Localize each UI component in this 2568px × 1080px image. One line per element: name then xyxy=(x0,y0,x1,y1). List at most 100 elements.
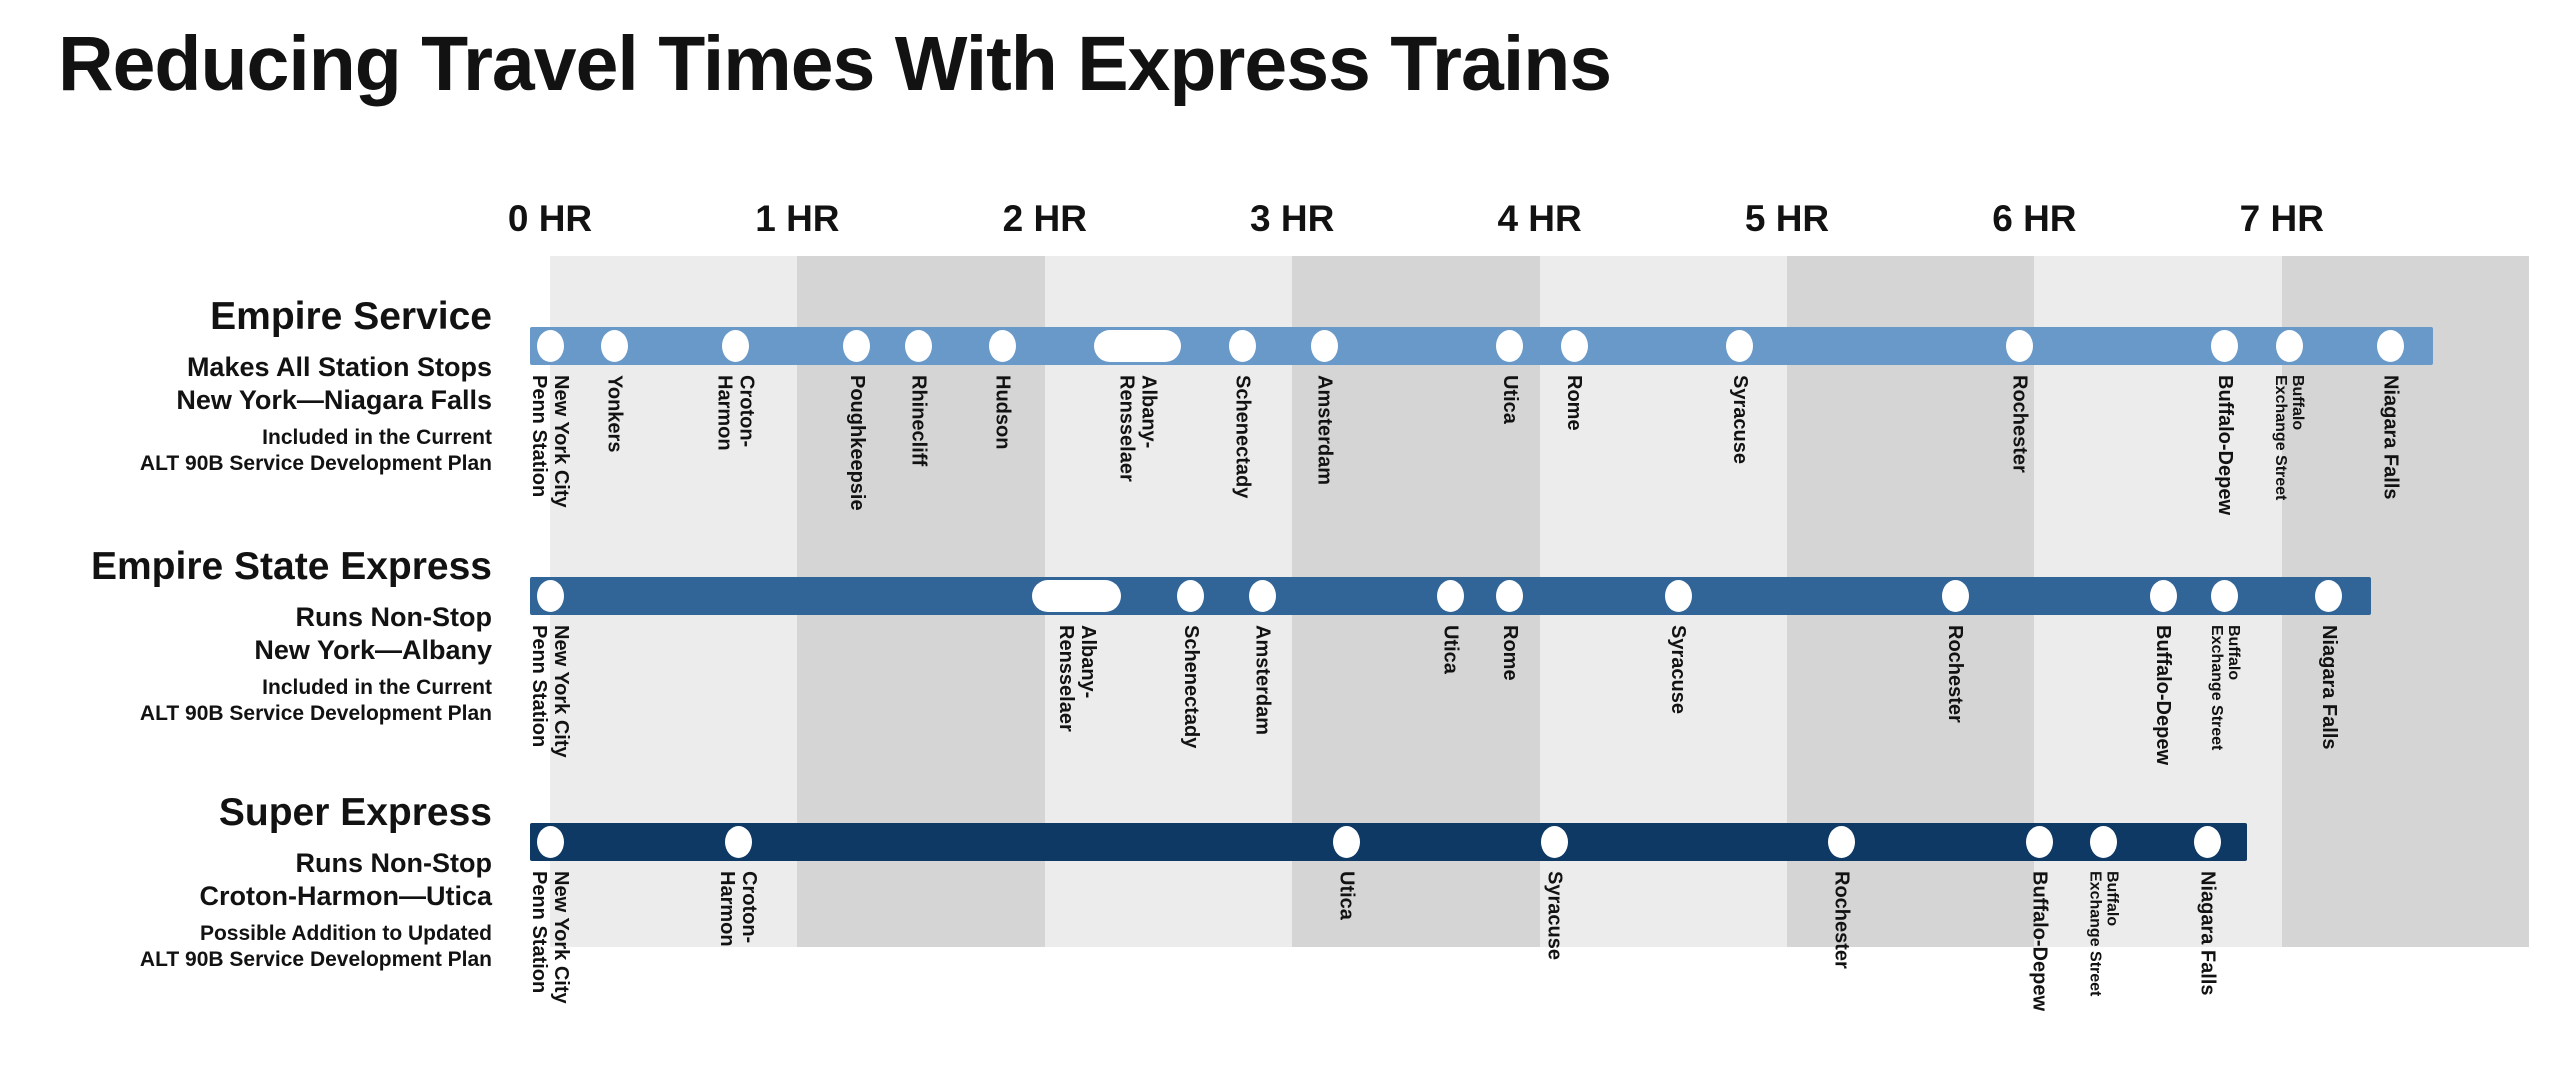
station-label: Hudson xyxy=(992,375,1014,449)
station-label: Niagara Falls xyxy=(2380,375,2402,500)
station-stop xyxy=(1496,580,1524,612)
station-label: Albany-Rensselaer xyxy=(1055,625,1099,732)
station-stop xyxy=(1540,826,1568,858)
station-stop xyxy=(2275,330,2303,362)
hour-tick-label: 4 HR xyxy=(1497,198,1582,239)
station-label: Niagara Falls xyxy=(2318,625,2340,750)
station-stop xyxy=(1437,580,1465,612)
station-stop xyxy=(989,330,1017,362)
station-label-line: Albany- xyxy=(1137,375,1160,449)
station-stop xyxy=(2315,580,2343,612)
hour-tick-label: 0 HR xyxy=(507,198,593,239)
hour-tick-label: 3 HR xyxy=(1250,198,1335,239)
station-label-line: Penn Station xyxy=(528,625,550,748)
station-label-line: Rome xyxy=(1498,625,1521,681)
station-label-line: Utica xyxy=(1335,871,1358,920)
station-label-line: Harmon xyxy=(716,871,739,947)
station-label-line: Croton- xyxy=(735,375,758,448)
station-stop xyxy=(1827,826,1855,858)
station-label-line: Buffalo-Depew xyxy=(2152,625,2175,765)
station-label-line: Buffalo xyxy=(2224,625,2242,681)
station-label-line: Buffalo-Depew xyxy=(2028,871,2051,1011)
station-label-line: Niagara Falls xyxy=(2196,871,2219,996)
station-label-line: Rensselaer xyxy=(1054,625,1077,732)
station-stop xyxy=(1726,330,1754,362)
station-label-line: Buffalo xyxy=(2103,871,2121,927)
service-note: ALT 90B Service Development Plan xyxy=(139,702,492,725)
station-label-line: Rhinecliff xyxy=(907,375,930,467)
station-label-line: Niagara Falls xyxy=(2379,375,2402,500)
station-label-line: Hudson xyxy=(991,375,1014,450)
station-label-line: Croton- xyxy=(738,871,761,944)
station-label: Utica xyxy=(1440,625,1462,674)
station-label-line: New York City xyxy=(550,871,572,1004)
station-label-line: Syracuse xyxy=(1728,375,1751,464)
station-label: Syracuse xyxy=(1667,625,1689,714)
hour-tick-label: 7 HR xyxy=(2239,198,2324,239)
station-label-line: Exchange Street xyxy=(2086,871,2104,997)
station-stop xyxy=(1310,330,1338,362)
station-label: Albany-Rensselaer xyxy=(1116,375,1160,482)
station-label: Schenectady xyxy=(1180,625,1202,748)
station-label-line: Exchange Street xyxy=(2207,625,2225,751)
station-stop xyxy=(1333,826,1361,858)
station-label-line: Penn Station xyxy=(528,871,550,994)
station-stop xyxy=(2025,826,2053,858)
station-label-line: Rochester xyxy=(2008,375,2031,473)
station-label: Utica xyxy=(1336,871,1358,920)
station-label-line: Poughkeepsie xyxy=(845,375,868,511)
service-description: Runs Non-Stop xyxy=(295,602,492,632)
station-label-line: Syracuse xyxy=(1667,625,1690,714)
station-label: Amsterdam xyxy=(1252,625,1274,735)
station-stop xyxy=(1496,330,1524,362)
station-stop xyxy=(1177,580,1205,612)
service-description: New York—Niagara Falls xyxy=(176,385,492,415)
station-stop xyxy=(536,580,564,612)
station-label-line: Amsterdam xyxy=(1251,625,1274,736)
station-stop xyxy=(1560,330,1588,362)
station-stop xyxy=(1941,580,1969,612)
station-label-line: Schenectady xyxy=(1231,375,1254,499)
station-label-line: Buffalo-Depew xyxy=(2213,375,2236,515)
hour-tick-label: 5 HR xyxy=(1744,198,1830,239)
chart-title: Reducing Travel Times With Express Train… xyxy=(58,21,1612,107)
service-note: Included in the Current xyxy=(262,676,492,699)
station-label: Niagara Falls xyxy=(2197,871,2219,996)
station-stop xyxy=(724,826,752,858)
station-stop xyxy=(2090,826,2118,858)
station-stop xyxy=(2211,330,2239,362)
service-description: New York—Albany xyxy=(254,635,492,665)
service-description: Runs Non-Stop xyxy=(295,848,492,878)
station-label: Utica xyxy=(1499,375,1521,424)
station-label: Croton-Harmon xyxy=(714,375,758,451)
station-stop xyxy=(2377,330,2405,362)
station-label: Croton-Harmon xyxy=(716,871,760,947)
station-stop xyxy=(600,330,628,362)
station-label: Schenectady xyxy=(1232,375,1254,498)
station-label: Syracuse xyxy=(1543,871,1565,960)
station-label: Rochester xyxy=(1944,625,1966,723)
station-label-line: Niagara Falls xyxy=(2317,625,2340,750)
station-stop xyxy=(2194,826,2222,858)
station-label-line: Utica xyxy=(1498,375,1521,424)
station-stop-pill xyxy=(1094,330,1181,362)
hour-tick-label: 6 HR xyxy=(1992,198,2077,239)
station-stop xyxy=(2211,580,2239,612)
station-stop xyxy=(1229,330,1257,362)
station-stop-pill xyxy=(1032,580,1122,612)
station-label-line: Buffalo xyxy=(2289,375,2307,431)
station-stop xyxy=(843,330,871,362)
station-label: Yonkers xyxy=(603,375,625,452)
station-label-line: Rensselaer xyxy=(1115,375,1138,482)
service-name: Empire State Express xyxy=(90,545,492,588)
station-label-line: Rochester xyxy=(1944,625,1967,723)
station-label-line: New York City xyxy=(550,625,572,758)
